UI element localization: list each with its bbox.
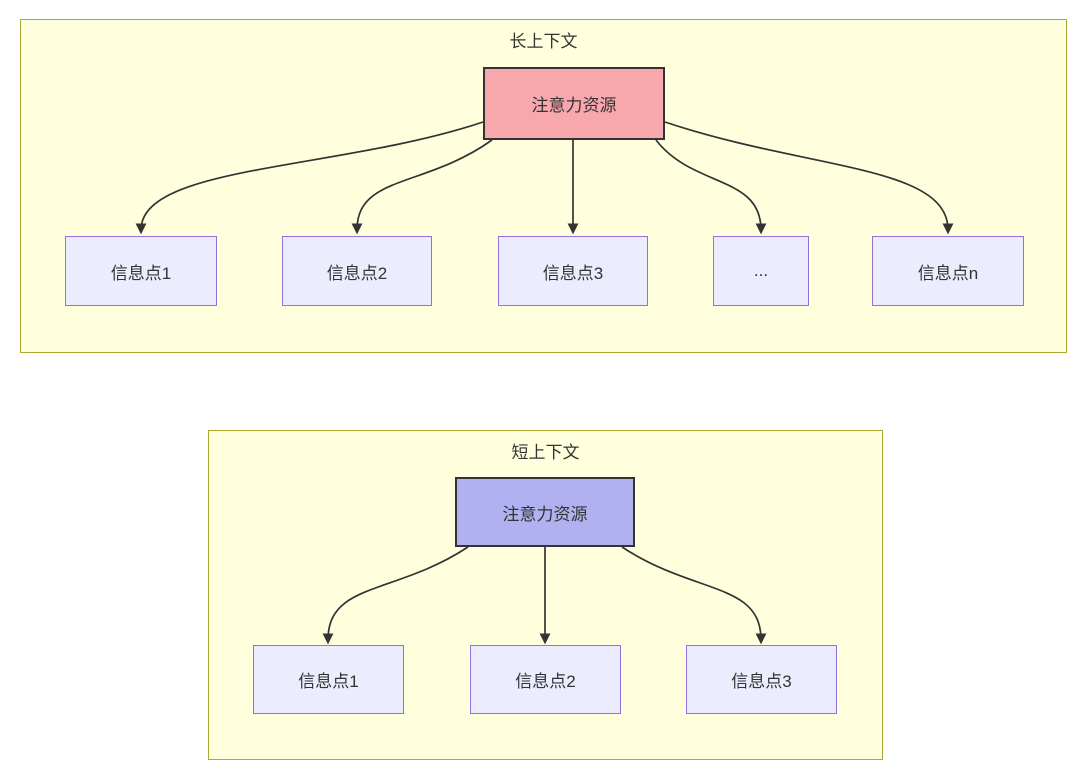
short-attention-node: 注意力资源 — [455, 477, 635, 547]
long-info-node-3: 信息点3 — [498, 236, 648, 306]
short-context-title: 短上下文 — [511, 443, 580, 462]
short-info-node-3: 信息点3 — [686, 645, 837, 714]
long-info-node-ellipsis: ... — [713, 236, 809, 306]
short-info-node-1: 信息点1 — [253, 645, 404, 714]
long-info-node-1: 信息点1 — [65, 236, 217, 306]
long-info-node-n: 信息点n — [872, 236, 1024, 306]
long-attention-node: 注意力资源 — [483, 67, 665, 140]
long-info-node-2: 信息点2 — [282, 236, 432, 306]
long-context-title: 长上下文 — [509, 32, 578, 51]
short-info-node-2: 信息点2 — [470, 645, 621, 714]
